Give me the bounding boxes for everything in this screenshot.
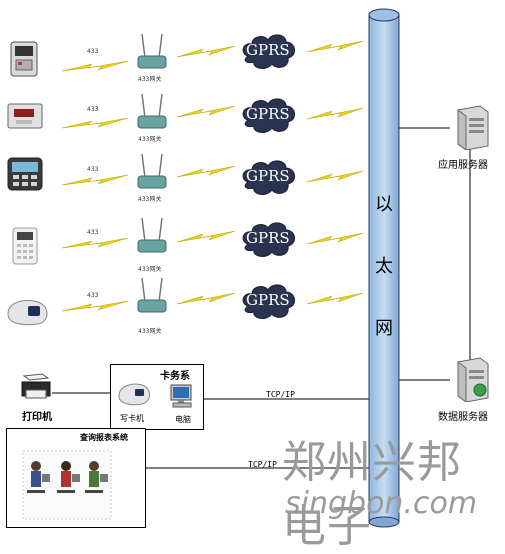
report-users-illustration xyxy=(22,450,112,520)
access-panel-icon xyxy=(10,226,40,266)
card-reader-icon xyxy=(6,100,44,132)
gprs-label: GPRS xyxy=(246,167,290,185)
computer-icon xyxy=(168,383,196,411)
lightning-bolt-icon xyxy=(175,103,237,125)
gprs-cloud xyxy=(240,220,298,260)
tcp-ip-label: TCP/IP xyxy=(266,390,295,399)
watermark-chinese: 郑州兴邦电子 xyxy=(282,437,462,552)
gprs-label: GPRS xyxy=(246,229,290,247)
gateway-label: 433网关 xyxy=(138,136,162,143)
lightning-bolt-icon xyxy=(60,235,130,257)
gateway-label: 433网关 xyxy=(138,196,162,203)
link-label: 433 xyxy=(87,106,99,113)
gateway-icon xyxy=(135,216,169,256)
card-system-title: 卡务系 xyxy=(160,371,190,382)
printer-label: 打印机 xyxy=(22,412,52,423)
database-server-icon xyxy=(450,356,490,403)
ethernet-char-1: 以 xyxy=(375,194,393,215)
gprs-cloud xyxy=(240,158,298,198)
lightning-bolt-icon xyxy=(175,43,237,65)
gateway-label: 433网关 xyxy=(138,76,162,83)
ethernet-char-2: 太 xyxy=(375,256,393,277)
gprs-cloud xyxy=(240,96,298,136)
gateway-icon xyxy=(135,92,169,132)
gprs-label: GPRS xyxy=(246,291,290,309)
watermark-english: singbon.com xyxy=(285,486,478,521)
ethernet-char-3: 网 xyxy=(375,318,393,339)
gprs-label: GPRS xyxy=(246,41,290,59)
lightning-bolt-icon xyxy=(175,290,237,312)
lightning-bolt-icon xyxy=(60,172,130,194)
lightning-bolt-icon xyxy=(60,298,130,320)
gprs-cloud xyxy=(240,282,298,322)
link-label: 433 xyxy=(87,229,99,236)
gateway-icon xyxy=(135,32,169,72)
computer-label: 电脑 xyxy=(175,415,191,424)
link-label: 433 xyxy=(87,48,99,55)
gprs-label: GPRS xyxy=(246,105,290,123)
gprs-cloud xyxy=(240,32,298,72)
lightning-bolt-icon xyxy=(305,290,365,312)
lightning-bolt-icon xyxy=(305,168,365,190)
gateway-icon xyxy=(135,276,169,316)
smart-meter-icon xyxy=(8,40,42,78)
application-server-icon xyxy=(450,104,490,151)
pos-terminal-icon xyxy=(6,156,44,192)
ethernet-pipe xyxy=(368,8,400,528)
lightning-bolt-icon xyxy=(175,228,237,250)
database-server-label: 数据服务器 xyxy=(438,412,488,423)
card-scanner-icon xyxy=(4,296,52,328)
card-writer-label: 写卡机 xyxy=(120,414,144,423)
lightning-bolt-icon xyxy=(60,58,130,80)
gateway-label: 433网关 xyxy=(138,266,162,273)
card-writer-icon xyxy=(116,380,154,408)
connection-lines xyxy=(52,127,471,469)
lightning-bolt-icon xyxy=(305,230,365,252)
report-system-title: 查询报表系统 xyxy=(80,433,128,442)
application-server-label: 应用服务器 xyxy=(438,160,488,171)
link-label: 433 xyxy=(87,292,99,299)
gateway-icon xyxy=(135,152,169,192)
lightning-bolt-icon xyxy=(60,115,130,137)
printer-icon xyxy=(18,372,54,404)
tcp-ip-label: TCP/IP xyxy=(248,460,277,469)
gateway-label: 433网关 xyxy=(138,328,162,335)
lightning-bolt-icon xyxy=(305,38,365,60)
lightning-bolt-icon xyxy=(175,163,237,185)
link-label: 433 xyxy=(87,166,99,173)
lightning-bolt-icon xyxy=(305,105,365,127)
